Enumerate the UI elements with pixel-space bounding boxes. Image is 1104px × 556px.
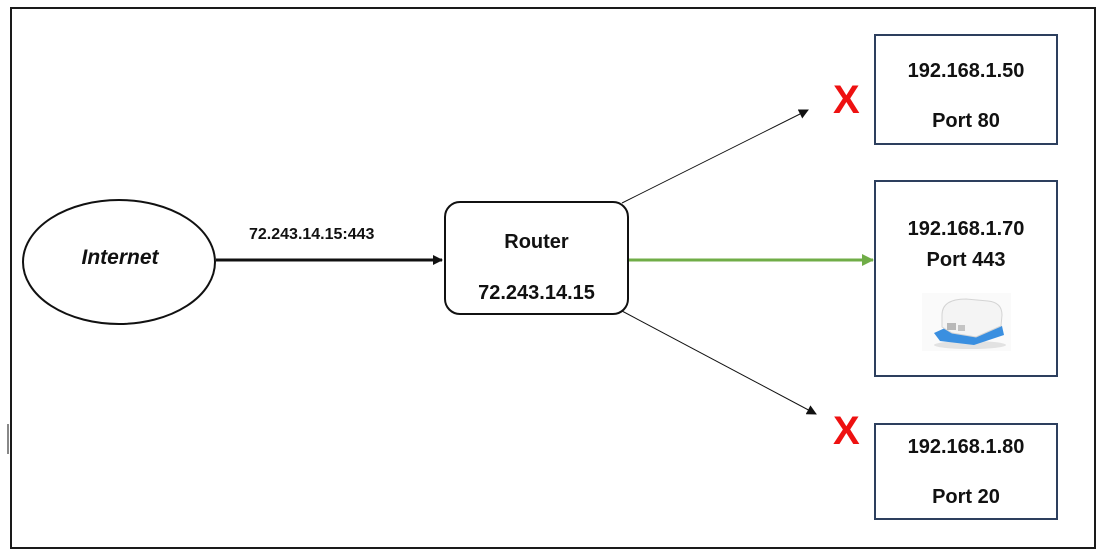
host-node-50 (874, 34, 1058, 145)
host-70-ip: 192.168.1.70 (907, 218, 1025, 240)
router-to-host-80-link (621, 310, 817, 415)
internet-label: Internet (81, 246, 159, 269)
router-node (444, 201, 629, 315)
host-80-ip: 192.168.1.80 (907, 436, 1025, 458)
host-70-port: Port 443 (926, 249, 1006, 271)
diagram-frame (10, 7, 1096, 549)
router-title: Router (504, 231, 569, 253)
blocked-x-icon: X (833, 78, 860, 122)
host-50-ip: 192.168.1.50 (907, 60, 1025, 82)
host-50-port: Port 80 (932, 110, 1000, 132)
host-node-80 (874, 423, 1058, 520)
server-device-icon (922, 293, 1011, 351)
wan-link-label: 72.243.14.15:443 (249, 226, 375, 243)
internet-node-shape (22, 199, 216, 325)
host-80-port: Port 20 (932, 486, 1000, 508)
router-ip: 72.243.14.15 (478, 282, 595, 304)
router-to-host-50-link (621, 109, 809, 204)
left-edge-marker (7, 424, 9, 454)
blocked-x-icon: X (833, 409, 860, 453)
